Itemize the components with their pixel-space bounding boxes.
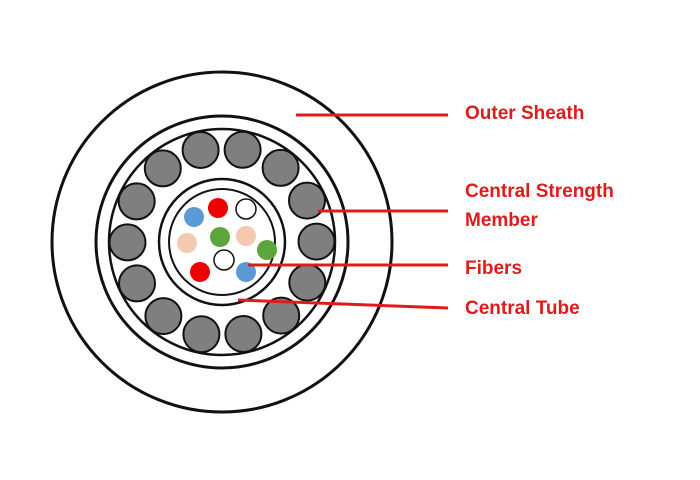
- strength-rod: [261, 148, 300, 187]
- fiber-strand: [177, 233, 197, 253]
- strength-rod: [143, 149, 182, 188]
- strength-rod: [297, 222, 336, 261]
- strength-rod: [182, 315, 221, 354]
- strength-rod: [108, 223, 147, 262]
- fiber-strand: [210, 227, 230, 247]
- fiber-strand: [235, 198, 257, 220]
- fiber-strand: [236, 262, 256, 282]
- outer-sheath-label: Outer Sheath: [465, 103, 585, 124]
- strength-rod: [288, 181, 326, 220]
- fiber-strand: [257, 240, 277, 260]
- fibers-label: Fibers: [465, 258, 523, 279]
- fiber-bundle: [177, 198, 277, 282]
- central-tube-label: Central Tube: [465, 298, 580, 319]
- strength-rod: [224, 315, 263, 353]
- strength-rod: [181, 131, 220, 169]
- strength-rod: [117, 182, 156, 221]
- strength-member-label-line1: Central Strength: [465, 181, 614, 202]
- fiber-strand: [190, 262, 210, 282]
- strength-rod: [223, 130, 262, 169]
- fiber-strand: [208, 198, 228, 218]
- strength-member-label-line2: Member: [465, 210, 538, 231]
- central-tube-leader: [237, 298, 449, 310]
- strength-rod: [144, 297, 183, 336]
- fiber-strand: [213, 249, 235, 271]
- strength-rod: [262, 296, 301, 335]
- strength-member-rods: [108, 130, 336, 354]
- strength-rod: [288, 263, 327, 302]
- fiber-strand: [184, 207, 204, 227]
- strength-rod: [118, 264, 156, 303]
- fiber-strand: [236, 226, 256, 246]
